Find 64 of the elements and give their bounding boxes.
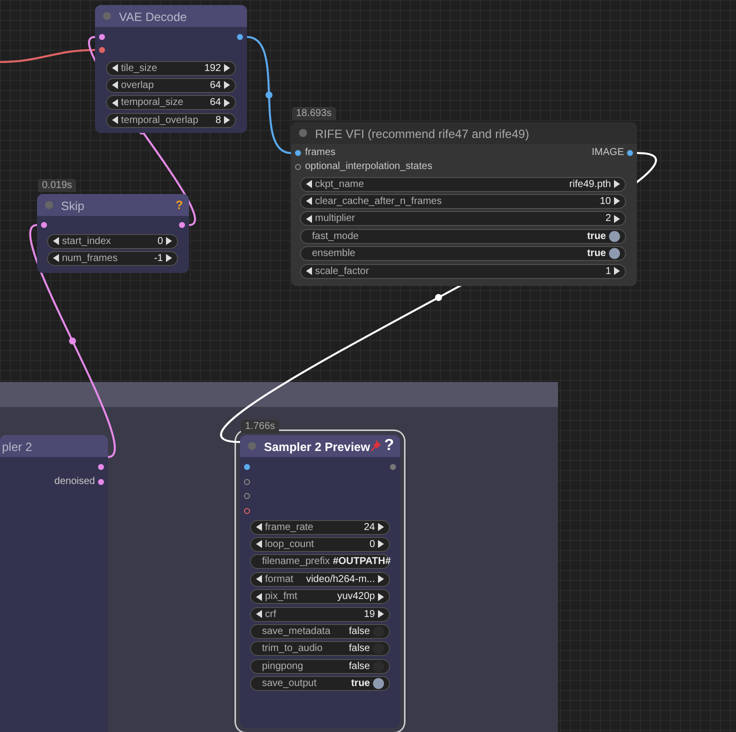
link-wire — [246, 36, 292, 154]
widget-label: ckpt_name — [315, 178, 365, 190]
widget-value: 1 — [605, 266, 611, 276]
widget-value: false — [348, 643, 370, 654]
widget-label: temporal_overlap — [121, 114, 200, 126]
slot-label: frames — [305, 147, 336, 158]
widget-value: true — [587, 230, 606, 242]
link-wire — [0, 49, 96, 63]
group-frame — [0, 382, 558, 732]
node-title: RIFE VFI (recommend rife47 and rife49) — [315, 127, 530, 141]
widget-value: 64 — [210, 80, 221, 91]
widget-label: multiplier — [315, 213, 356, 224]
widget-value: 10 — [600, 196, 611, 207]
widget-label: temporal_size — [121, 97, 184, 108]
widget-label: crf — [265, 608, 278, 620]
widget-value: 0 — [369, 538, 375, 550]
widget-value: false — [348, 660, 370, 672]
execution-time-tag: 0.019s — [38, 179, 76, 192]
widget-value: 0 — [157, 236, 163, 246]
widget-label: overlap — [121, 80, 155, 91]
widget-value: true — [351, 678, 370, 690]
widget-label: num_frames — [62, 252, 119, 264]
widget-label: frame_rate — [265, 522, 314, 532]
widget-value: #OUTPATH# — [332, 556, 391, 568]
widget-label: format — [265, 574, 294, 585]
widget-value: 24 — [364, 522, 375, 532]
widget-label: tile_size — [121, 62, 158, 74]
widget-label: fast_mode — [311, 230, 360, 242]
widget-label: pingpong — [261, 660, 304, 672]
slot-label: IMAGE — [592, 147, 624, 158]
widget-label: ensemble — [311, 248, 356, 260]
widget-value: 8 — [215, 114, 221, 126]
widget-value: 2 — [605, 213, 611, 224]
help-icon: ? — [176, 198, 183, 212]
widget-value: 64 — [210, 97, 221, 108]
widget-label: loop_count — [265, 538, 315, 550]
help-icon: ? — [384, 437, 394, 455]
execution-time-tag: 1.766s — [241, 420, 280, 433]
node-title: pler 2 — [2, 440, 32, 454]
widget-label: trim_to_audio — [261, 643, 324, 654]
widget-value: 19 — [364, 608, 375, 620]
node-card — [95, 5, 247, 133]
widget-value: 192 — [204, 62, 221, 74]
node-title: Sampler 2 Preview — [264, 440, 370, 454]
widget-label: start_index — [62, 236, 112, 246]
node-title: VAE Decode — [119, 10, 187, 24]
widget-value: -1 — [154, 252, 163, 264]
widget-value: false — [348, 626, 370, 637]
widget-label: scale_factor — [315, 266, 370, 276]
slot-label: optional_interpolation_states — [305, 161, 432, 172]
widget-label: pix_fmt — [265, 591, 298, 602]
widget-value: yuv420p — [337, 591, 375, 602]
widget-label: save_output — [261, 678, 318, 690]
widget-value: video/h264-m... — [306, 574, 375, 585]
widget-value: true — [587, 248, 606, 260]
slot-label: denoised — [54, 476, 95, 487]
widget-label: filename_prefix — [261, 556, 330, 568]
widget-value: rife49.pth — [569, 178, 611, 190]
node-card — [0, 435, 108, 732]
widget-label: clear_cache_after_n_frames — [315, 196, 443, 207]
node-title: Skip — [61, 199, 84, 213]
widget-label: save_metadata — [261, 626, 332, 637]
execution-time-tag: 18.693s — [292, 107, 336, 120]
link-wire — [30, 224, 116, 458]
